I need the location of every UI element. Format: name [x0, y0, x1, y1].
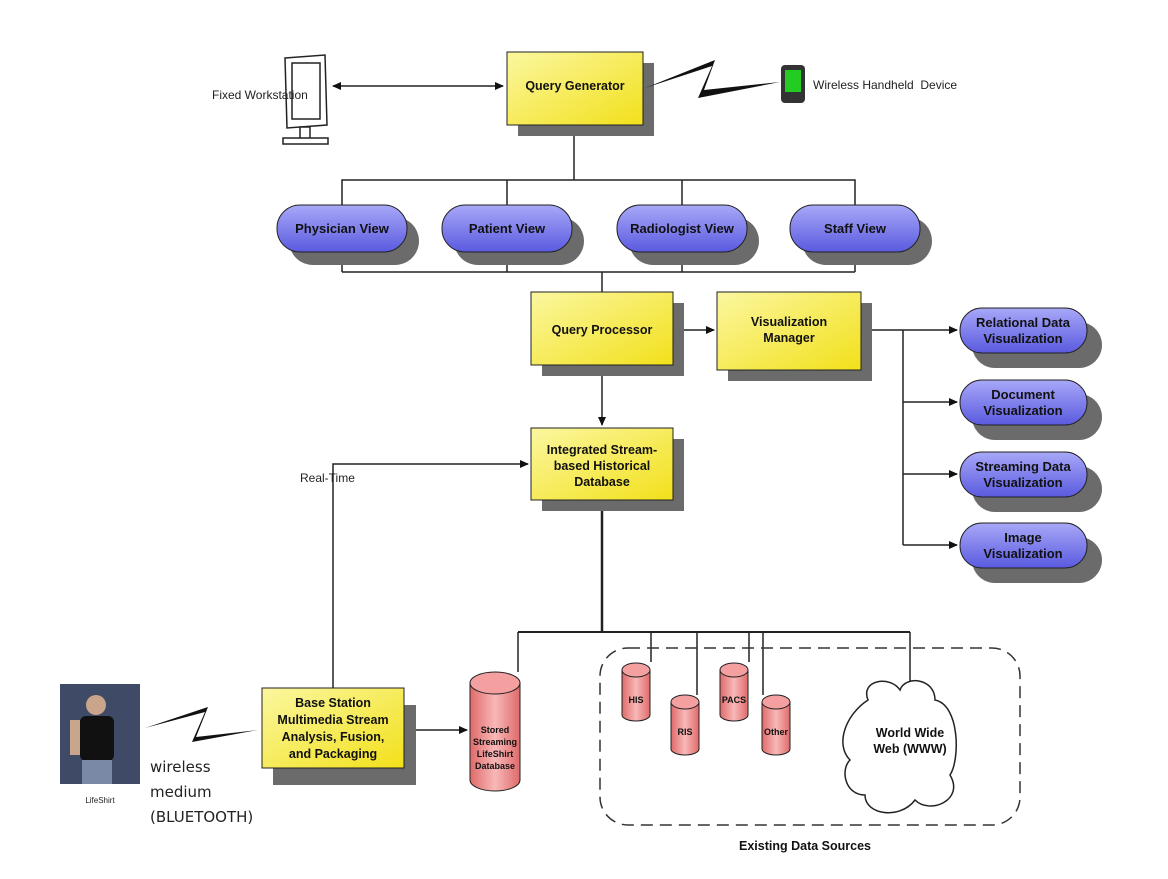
- svg-text:HIS: HIS: [628, 695, 643, 705]
- svg-text:Visualization: Visualization: [983, 403, 1062, 418]
- svg-text:World Wide: World Wide: [876, 726, 944, 740]
- svg-text:Query Generator: Query Generator: [525, 79, 624, 93]
- visualization-manager-box: Visualization Manager: [716, 291, 872, 381]
- svg-text:Visualization: Visualization: [983, 546, 1062, 561]
- other-database: Other: [761, 694, 791, 756]
- wireless-medium-label-2: medium: [150, 783, 212, 801]
- existing-data-sources-label: Existing Data Sources: [739, 839, 871, 853]
- relational-data-visualization: Relational Data Visualization: [959, 307, 1102, 368]
- svg-text:Staff View: Staff View: [824, 221, 887, 236]
- ris-database: RIS: [670, 694, 700, 756]
- svg-text:Visualization: Visualization: [983, 331, 1062, 346]
- svg-text:Base Station: Base Station: [295, 696, 371, 710]
- svg-text:Analysis, Fusion,: Analysis, Fusion,: [282, 730, 385, 744]
- view-physician: Physician View: [276, 204, 419, 265]
- view-staff: Staff View: [789, 204, 932, 265]
- stored-streaming-database: Stored Streaming LifeShirt Database: [469, 671, 521, 792]
- svg-text:Query Processor: Query Processor: [552, 323, 653, 337]
- lifeshirt-label: LifeShirt: [85, 796, 115, 805]
- svg-text:Manager: Manager: [763, 331, 815, 345]
- svg-text:RIS: RIS: [677, 727, 692, 737]
- svg-text:Database: Database: [574, 475, 630, 489]
- workstation-icon: [282, 54, 329, 145]
- fixed-workstation-label: Fixed Workstation: [212, 88, 308, 102]
- query-generator-box: Query Generator: [506, 51, 654, 136]
- existing-data-sources-group: [599, 647, 1021, 826]
- wireless-medium-label-3: (BLUETOOTH): [150, 808, 253, 826]
- integrated-database-box: Integrated Stream- based Historical Data…: [530, 427, 684, 511]
- wireless-signal-icon: [645, 60, 780, 98]
- svg-text:Integrated Stream-: Integrated Stream-: [547, 443, 657, 457]
- image-visualization: Image Visualization: [959, 522, 1102, 583]
- svg-text:Multimedia Stream: Multimedia Stream: [277, 713, 388, 727]
- svg-text:Physician View: Physician View: [295, 221, 390, 236]
- svg-text:Streaming: Streaming: [473, 737, 517, 747]
- base-station-box: Base Station Multimedia Stream Analysis,…: [261, 687, 416, 785]
- pacs-database: PACS: [719, 662, 749, 722]
- svg-text:Stored: Stored: [481, 725, 510, 735]
- svg-text:based Historical: based Historical: [554, 459, 651, 473]
- svg-text:Web (WWW): Web (WWW): [873, 742, 946, 756]
- svg-text:and Packaging: and Packaging: [289, 747, 377, 761]
- query-processor-box: Query Processor: [530, 291, 684, 376]
- svg-text:Visualization: Visualization: [751, 315, 827, 329]
- lifeshirt-photo: [60, 684, 140, 784]
- svg-text:LifeShirt: LifeShirt: [477, 749, 514, 759]
- bluetooth-signal-icon: [145, 707, 258, 742]
- document-visualization: Document Visualization: [959, 379, 1102, 440]
- svg-text:Visualization: Visualization: [983, 475, 1062, 490]
- streaming-data-visualization: Streaming Data Visualization: [959, 451, 1102, 512]
- his-database: HIS: [621, 662, 651, 722]
- svg-text:PACS: PACS: [722, 695, 746, 705]
- view-patient: Patient View: [441, 204, 584, 265]
- real-time-label: Real-Time: [300, 471, 355, 485]
- svg-text:Document: Document: [991, 387, 1055, 402]
- svg-text:Other: Other: [764, 727, 789, 737]
- wireless-medium-label: wireless: [150, 758, 211, 776]
- handheld-device-icon: [781, 65, 805, 103]
- wireless-handheld-label: Wireless Handheld Device: [813, 78, 957, 92]
- www-cloud: World Wide Web (WWW): [842, 680, 957, 814]
- svg-text:Image: Image: [1004, 530, 1042, 545]
- svg-text:Database: Database: [475, 761, 515, 771]
- svg-text:Patient View: Patient View: [469, 221, 546, 236]
- svg-text:Relational Data: Relational Data: [976, 315, 1071, 330]
- svg-text:Streaming Data: Streaming Data: [975, 459, 1071, 474]
- svg-text:Radiologist View: Radiologist View: [630, 221, 735, 236]
- view-radiologist: Radiologist View: [616, 204, 759, 265]
